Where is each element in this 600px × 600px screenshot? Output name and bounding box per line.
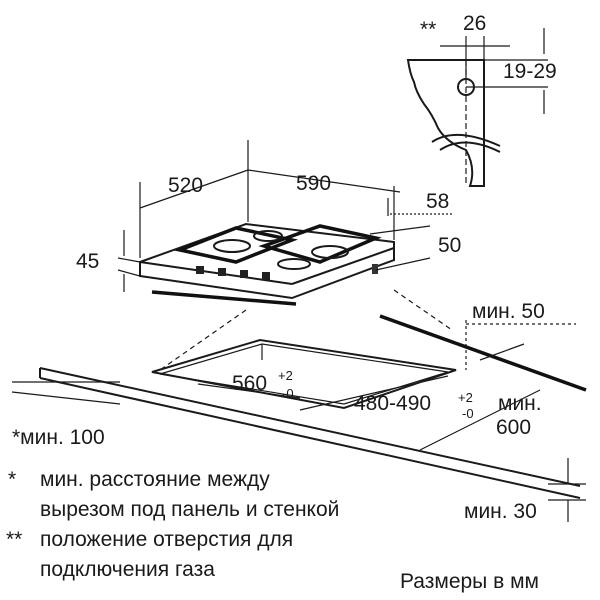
knob-2 [218, 268, 226, 276]
cutout-inner [159, 343, 449, 405]
gas-connector [372, 264, 378, 274]
dim-min600-label-b: 600 [496, 416, 531, 439]
note-2-mark: ** [6, 528, 22, 551]
burner-1 [213, 239, 251, 253]
cutout-outline [151, 338, 457, 410]
dim-560-line [197, 383, 301, 399]
worktop-front-bottom [39, 377, 581, 499]
dim-480-line [299, 375, 449, 411]
knobs [196, 266, 270, 280]
grate-left [173, 226, 299, 264]
burner-2 [253, 230, 283, 242]
dim-45-bottom [117, 269, 141, 277]
note-2-line-1: положение отверстия для [40, 528, 293, 551]
dim-min100-label: *мин. 100 [12, 426, 105, 449]
knob-3 [240, 270, 248, 278]
dim-50-top [369, 225, 431, 235]
hob [139, 222, 395, 300]
burners [213, 230, 349, 270]
dim-min100-bottom [11, 391, 121, 405]
note-2-line-2: подключения газа [40, 558, 215, 581]
footnotes: * мин. расстояние между вырезом под пане… [6, 468, 339, 581]
gas-detail-stars: ** [420, 18, 436, 41]
dim-min50-arrow [479, 343, 525, 361]
cutout [151, 338, 457, 411]
pipe-curve-lower [439, 141, 501, 153]
pipe-curve-upper [431, 133, 501, 147]
dim-590-line [247, 169, 401, 193]
dim-560-tol-minus: -0 [282, 386, 294, 401]
depth-min-600: мин. 600 [419, 389, 542, 451]
gas-connection-detail: ** 26 19-29 [406, 12, 557, 187]
burner-4 [311, 245, 349, 259]
projection-lines [159, 289, 453, 371]
dim-45-label: 45 [76, 250, 99, 273]
hob-side-edge [291, 247, 395, 285]
note-1-line-1: мин. расстояние между [40, 468, 270, 491]
dim-520-line [139, 169, 249, 209]
wall-distance-50: мин. 50 [465, 300, 576, 370]
dim-560-tol-plus: +2 [278, 368, 293, 383]
dim-min30-label: мин. 30 [464, 500, 537, 523]
dim-520-label: 520 [168, 174, 203, 197]
note-1-mark: * [8, 468, 16, 491]
grate-right [258, 224, 382, 264]
note-1-line-2: вырезом под панель и стенкой [40, 498, 339, 521]
dim-min600-line [419, 389, 541, 451]
dim-58-label: 58 [426, 190, 449, 213]
worktop-rear-edge [379, 314, 587, 392]
knob-1 [196, 266, 204, 274]
dim-26-label: 26 [463, 12, 486, 35]
burner-3 [277, 258, 311, 270]
dim-50-bottom [375, 257, 431, 271]
thickness-min-30: мин. 30 [464, 458, 586, 523]
dim-480-tol-plus: +2 [458, 390, 473, 405]
dim-480-tol-minus: -0 [462, 406, 474, 421]
dim-min50-label: мин. 50 [472, 300, 545, 323]
wall-distance-100: *мин. 100 [11, 381, 121, 449]
worktop-front-top [39, 367, 581, 487]
hob-side-profile [406, 59, 485, 187]
dim-560-label: 560 [232, 372, 267, 395]
units-note: Размеры в мм [400, 570, 539, 593]
knob-4 [262, 272, 270, 280]
dim-480-490-label: 480-490 [354, 392, 431, 415]
hob-front-edge [139, 261, 293, 285]
countertop [39, 290, 587, 499]
cutout-dimensions: 560 +2 -0 480-490 +2 -0 [232, 368, 474, 421]
dim-min600-label-a: мин. [498, 392, 542, 415]
hob-grates [173, 224, 382, 264]
dim-590-label: 590 [296, 172, 331, 195]
dim-45-top [117, 257, 141, 263]
dim-50-label: 50 [438, 234, 461, 257]
dim-19-29-label: 19-29 [503, 60, 557, 83]
projection-right [393, 289, 453, 331]
hob-dimensions: 520 590 58 50 45 [76, 140, 461, 292]
hob-bottom-plate [151, 290, 297, 306]
